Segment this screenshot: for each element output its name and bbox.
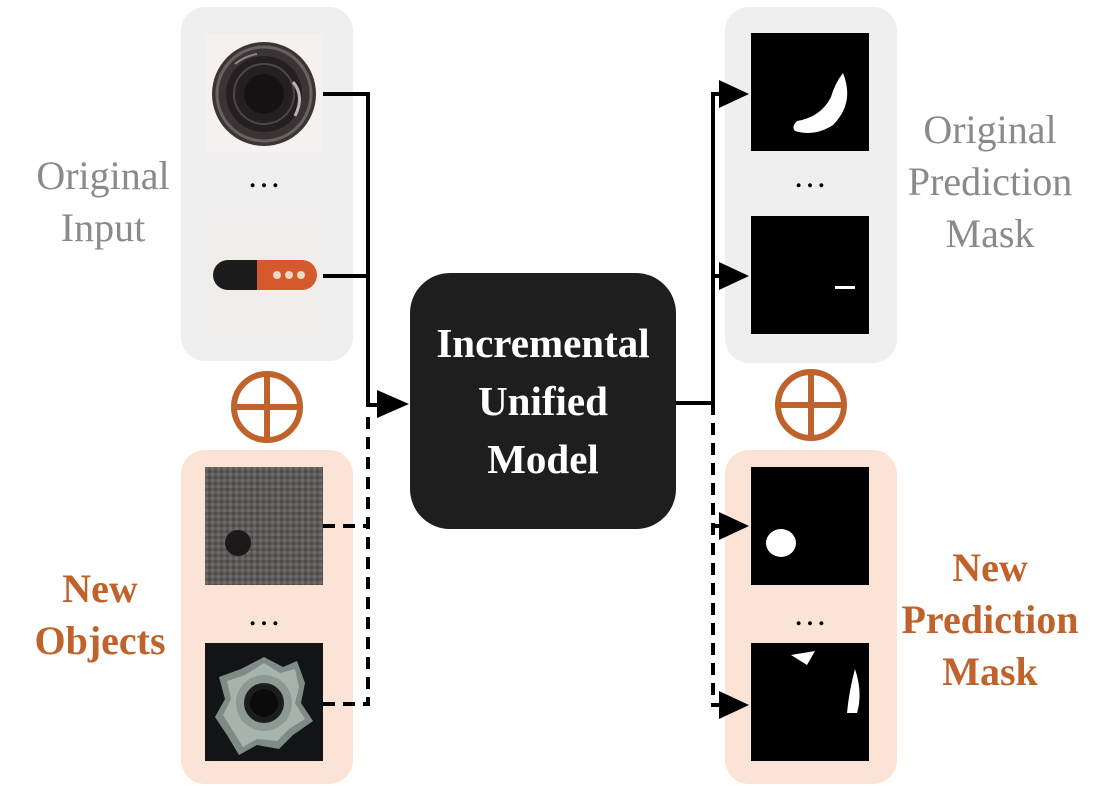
original-input-label: Original Input	[36, 153, 170, 250]
original-prediction-mask-label: Original Prediction Mask	[907, 107, 1073, 256]
mask-new-1	[751, 467, 869, 585]
new-mask-ellipsis: …	[793, 596, 827, 633]
new-objects-label: New Objects	[34, 566, 166, 663]
arrow-to-mask	[719, 80, 749, 108]
capsule-image	[205, 216, 323, 334]
metal-nut-image	[205, 643, 323, 761]
arrow-to-mask	[719, 512, 749, 540]
arrow-to-mask	[719, 691, 749, 719]
arrow-into-model	[377, 390, 409, 418]
mask-original-1	[751, 33, 869, 151]
mask-original-2	[751, 216, 869, 334]
incremental-unified-model-box: Incremental Unified Model	[410, 273, 676, 529]
original-mask-ellipsis: …	[793, 158, 827, 195]
circled-plus-icon	[775, 369, 847, 441]
new-prediction-connector	[711, 403, 722, 707]
original-input-ellipsis: …	[247, 158, 281, 195]
arrow-to-mask	[719, 262, 749, 290]
original-prediction-connector	[676, 92, 722, 405]
new-prediction-mask-label: New Prediction Mask	[901, 545, 1079, 694]
new-objects-ellipsis: …	[247, 596, 281, 633]
original-input-connector	[323, 92, 380, 407]
mask-new-2	[751, 643, 869, 761]
carpet-image	[205, 467, 323, 585]
bottle-image	[205, 34, 323, 152]
model-label: Incremental Unified Model	[436, 320, 650, 482]
circled-plus-icon	[231, 371, 303, 443]
new-objects-connector	[323, 410, 370, 706]
